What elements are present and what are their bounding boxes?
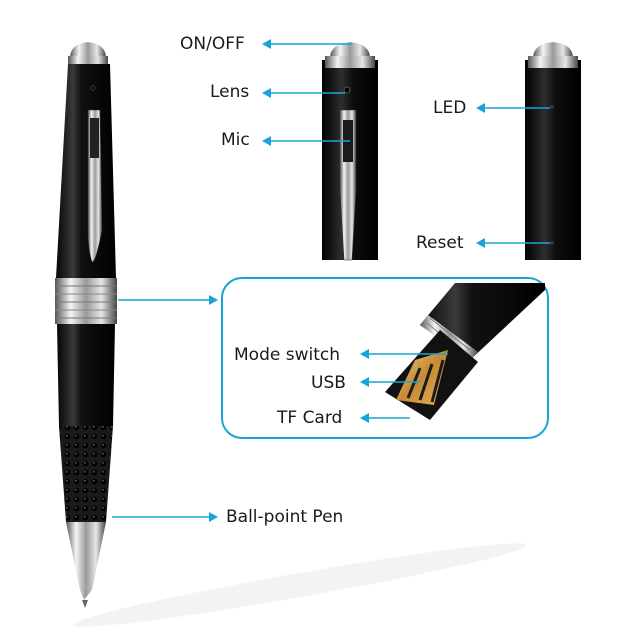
label-tf-card: TF Card [277,408,343,428]
pen-body [55,42,117,608]
pointer-lines [112,43,550,518]
arrow-right-icon [209,295,218,522]
label-ball-point-pen: Ball-point Pen [226,507,344,527]
label-on-off: ON/OFF [180,34,245,54]
zoom-panel-back [525,42,581,260]
label-reset: Reset [416,233,464,253]
label-led: LED [433,98,467,118]
label-mode-switch: Mode switch [234,345,340,365]
label-mic: Mic [221,130,250,150]
zoom-panel-front [322,42,378,261]
label-lens: Lens [210,82,250,102]
label-usb: USB [311,373,346,393]
usb-detail-box [221,277,549,439]
arrow-left-icon [262,39,485,423]
